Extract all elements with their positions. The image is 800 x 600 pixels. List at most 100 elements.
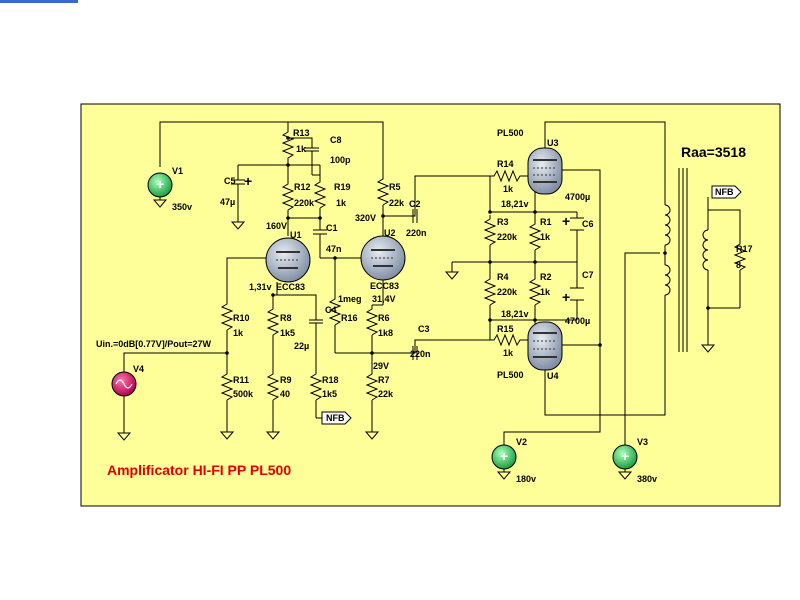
u3-name: U3: [547, 138, 559, 148]
u4-grid-voltage: 18,21v: [501, 309, 529, 319]
ground-icon: [444, 271, 460, 280]
c1-value: 47n: [326, 244, 342, 254]
r19-name: R19: [334, 182, 351, 192]
ground-icon: [116, 432, 132, 441]
svg-text:NFB: NFB: [326, 413, 345, 423]
r4-value: 220k: [497, 287, 518, 297]
resistor-symbols: [220, 128, 747, 401]
v3-name: V3: [637, 437, 648, 447]
v1-name: V1: [172, 166, 183, 176]
r18-symbol: [309, 370, 323, 401]
svg-text:NFB: NFB: [715, 187, 734, 197]
source-v1: +: [147, 172, 173, 200]
u2-plate-voltage: 320V: [355, 213, 376, 223]
output-transformer: [664, 168, 709, 352]
c1-name: C1: [326, 223, 338, 233]
capacitor-symbols: + + +: [231, 147, 584, 360]
c7-symbol: +: [562, 287, 584, 305]
junction-dots: [225, 136, 710, 355]
r1-symbol: [528, 220, 542, 251]
tube-u4: [527, 321, 563, 371]
u4-name: U4: [547, 371, 559, 381]
r8-symbol: [266, 305, 280, 336]
source-v4: [111, 371, 137, 397]
r15-name: R15: [497, 324, 514, 334]
ground-icon: [700, 344, 716, 353]
svg-text:+: +: [621, 448, 629, 464]
r16-value: 1meg: [338, 294, 362, 304]
raa-label: Raa=3518: [681, 144, 746, 160]
r5-symbol: [376, 175, 390, 206]
r3-symbol: [483, 215, 497, 246]
r7-value: 22k: [378, 389, 394, 399]
nfb-tag-left: NFB: [316, 411, 352, 425]
c5-value: 47µ: [220, 197, 235, 207]
r7-name: R7: [378, 375, 390, 385]
c5-name: C5: [224, 176, 236, 186]
u2-tail-voltage: 29V: [373, 361, 389, 371]
r12-value: 220k: [294, 198, 315, 208]
ground-icon: [265, 431, 281, 440]
r14-value: 1k: [503, 184, 514, 194]
u2-type: ECC83: [370, 281, 399, 291]
schematic-title: Amplificator HI-FI PP PL500: [107, 462, 291, 478]
top-accent-bar: [0, 0, 78, 3]
r13-symbol: [281, 128, 295, 162]
c4-value: 22µ: [294, 341, 309, 351]
source-v3: +: [612, 444, 638, 472]
r14-symbol: [490, 169, 524, 183]
u4-type: PL500: [497, 370, 524, 380]
c6-symbol: +: [562, 213, 584, 231]
r19-value: 1k: [336, 198, 347, 208]
r2-symbol: [528, 275, 542, 306]
r12-name: R12: [294, 182, 311, 192]
r8-value: 1k5: [280, 328, 295, 338]
u1-plate-voltage: 160V: [266, 221, 287, 231]
r3-name: R3: [497, 217, 509, 227]
u3-type: PL500: [497, 128, 524, 138]
r11-name: R11: [233, 375, 249, 385]
u2-cathode-voltage: 31,4V: [372, 294, 396, 304]
c3-value: 220n: [410, 349, 431, 359]
r1-value: 1k: [540, 232, 551, 242]
nfb-tag-right: NFB: [711, 185, 742, 199]
svg-text:+: +: [500, 448, 508, 464]
tube-u2: [360, 235, 406, 281]
r6-name: R6: [378, 313, 390, 323]
r15-symbol: [490, 333, 524, 347]
c5-symbol: +: [231, 173, 252, 196]
r16-name: R16: [341, 313, 358, 323]
c4-name: C4: [325, 305, 337, 315]
r6-value: 1k8: [378, 328, 393, 338]
c4-symbol: [309, 319, 323, 324]
v3-value: 380v: [637, 474, 657, 484]
c1-symbol: [313, 229, 327, 235]
r10-value: 1k: [233, 328, 244, 338]
c8-value: 100p: [330, 155, 351, 165]
r16-symbol: [328, 295, 342, 326]
r12-symbol: [281, 180, 295, 211]
r4-symbol: [483, 275, 497, 306]
r6-symbol: [365, 305, 379, 336]
r8-name: R8: [280, 313, 292, 323]
r2-name: R2: [540, 272, 552, 282]
svg-text:+: +: [562, 213, 570, 229]
r5-value: 22k: [389, 198, 405, 208]
c6-name: C6: [582, 219, 594, 229]
r11-symbol: [220, 370, 234, 401]
labels: V1 350v V2 180v V3 380v V4 Uin.=0dB[0.77…: [96, 128, 753, 484]
r10-symbol: [220, 300, 234, 331]
c2-symbol: [412, 209, 418, 223]
r18-value: 1k5: [322, 389, 337, 399]
r13-value: 1k: [296, 144, 307, 154]
v4-name: V4: [133, 364, 144, 374]
c7-value: 4700µ: [565, 316, 590, 326]
r17-symbol: [733, 240, 747, 271]
input-label: Uin.=0dB[0.77V]/Pout=27W: [96, 339, 212, 349]
r5-name: R5: [389, 182, 401, 192]
u1-cathode-voltage: 1,31v: [249, 282, 272, 292]
r19-symbol: [313, 178, 327, 209]
ground-icon: [219, 431, 235, 440]
r11-value: 500k: [233, 389, 254, 399]
svg-text:+: +: [562, 289, 570, 305]
